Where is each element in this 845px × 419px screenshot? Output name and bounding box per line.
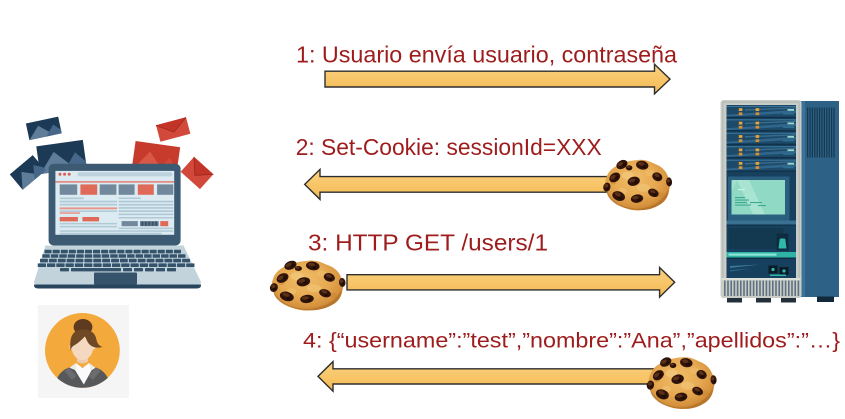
svg-text:2: Set-Cookie: sessionId=XXX: 2: Set-Cookie: sessionId=XXX <box>296 134 602 160</box>
svg-text:1: Usuario envía usuario, cont: 1: Usuario envía usuario, contraseña <box>296 42 677 68</box>
svg-text:4: {“username”:”test”,”nombre”: 4: {“username”:”test”,”nombre”:”Ana”,”ap… <box>303 329 840 352</box>
svg-text:3: HTTP GET /users/1: 3: HTTP GET /users/1 <box>308 230 548 256</box>
